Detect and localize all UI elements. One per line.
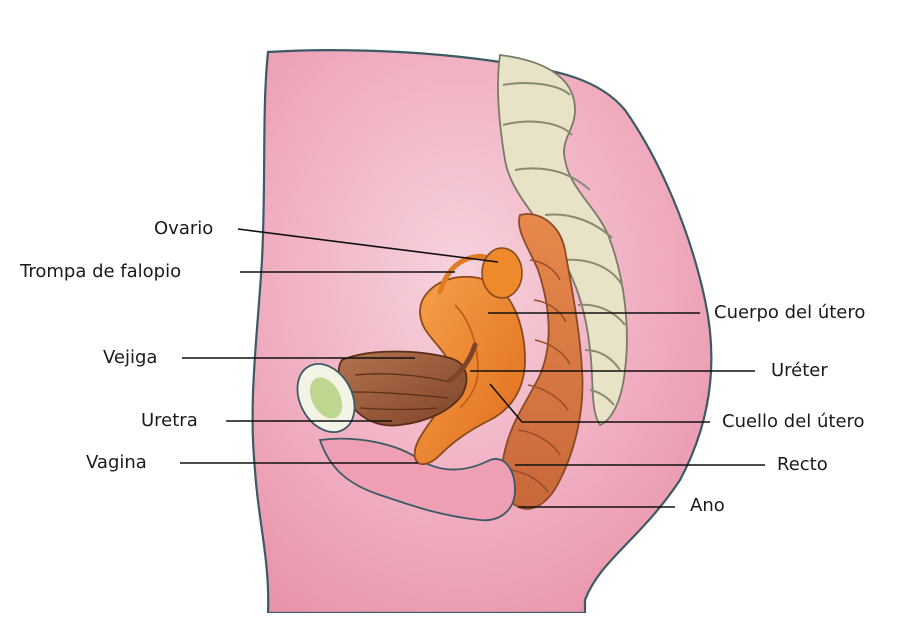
label-ureter: Uréter: [771, 360, 828, 382]
ovary: [482, 248, 522, 298]
label-vagina: Vagina: [86, 452, 147, 474]
label-cuello-del-utero: Cuello del útero: [722, 411, 865, 433]
label-ano: Ano: [690, 495, 725, 517]
label-cuerpo-del-utero: Cuerpo del útero: [714, 302, 865, 324]
label-vejiga: Vejiga: [103, 347, 157, 369]
label-trompa-de-falopio: Trompa de falopio: [20, 261, 181, 283]
label-uretra: Uretra: [141, 410, 198, 432]
label-ovario: Ovario: [154, 218, 213, 240]
label-recto: Recto: [777, 454, 828, 476]
